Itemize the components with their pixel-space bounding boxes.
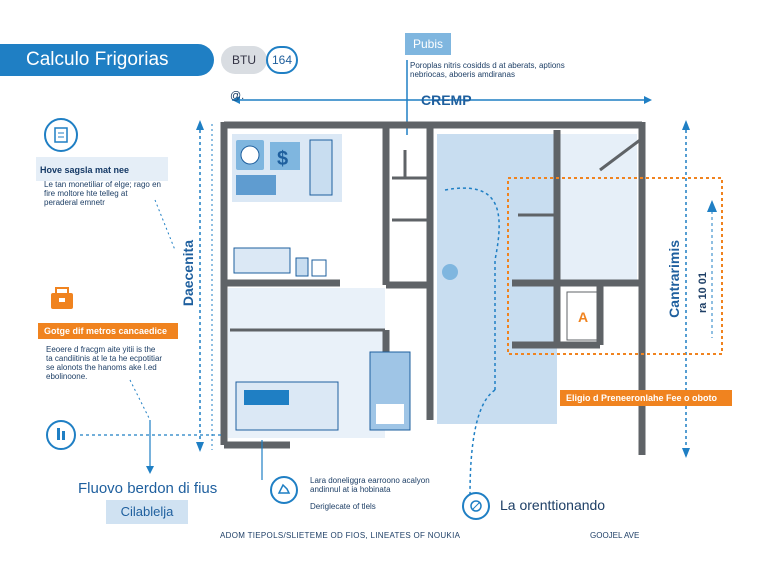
left-panel-2-heading: Gotge dif metros cancaedice bbox=[38, 323, 178, 339]
top-callout-tag: Pubis bbox=[405, 33, 452, 55]
orange-callout: Eligio d Preneeronlahe Fee o oboto bbox=[560, 390, 732, 406]
left-panel-1-heading: Hove sagsla mat nee bbox=[40, 165, 130, 175]
box-icon bbox=[47, 285, 77, 313]
top-callout-text: Poroplas nitris cosidds d at aberats, ap… bbox=[410, 61, 565, 79]
top-dimension-arrow-right bbox=[644, 96, 652, 104]
fan-icon bbox=[462, 492, 490, 520]
footer-left: ADOM TIEPOLS/SLIETEME OD FIOS, LINEATES … bbox=[220, 531, 461, 540]
right-dimension-label: Cantrarimis bbox=[666, 240, 682, 318]
top-dimension-arrow-left bbox=[232, 96, 240, 104]
svg-text:$: $ bbox=[277, 148, 288, 170]
orange-zone bbox=[507, 177, 723, 355]
top-dimension-label: CREMP bbox=[421, 92, 472, 108]
left-panel-1-heading-bg: Hove sagsla mat nee bbox=[36, 157, 168, 181]
bottom-left-title: Fluovo berdon di fius bbox=[78, 480, 218, 497]
app-title: Calculo Frigorias bbox=[0, 44, 214, 76]
bottom-center-text: Lara doneliggra earroono acalyon andinnu… bbox=[310, 476, 430, 494]
right-dimension-small: ra 10 01 bbox=[697, 272, 709, 313]
bottom-center-subtext: Deriglecate of tlels bbox=[310, 502, 376, 511]
svg-text:A: A bbox=[578, 309, 588, 325]
left-dimension-label: Daecenita bbox=[180, 240, 196, 307]
left-panel-1-text: Le tan monetiliar of elge; rago en fire … bbox=[44, 180, 161, 207]
corner-mark: @. bbox=[230, 90, 245, 102]
btu-value-pill[interactable]: 164 bbox=[266, 46, 298, 74]
clipboard-icon bbox=[44, 118, 78, 152]
cilablelja-button[interactable]: Cilablelja bbox=[106, 500, 188, 524]
thermometer-icon bbox=[46, 420, 76, 450]
footer-right: GOOJEL AVE bbox=[590, 531, 640, 540]
hand-icon bbox=[270, 476, 298, 504]
btu-label-pill[interactable]: BTU bbox=[221, 46, 267, 74]
bottom-right-label: La orenttionando bbox=[500, 497, 606, 513]
left-panel-2-text: Eeoere d fracgm aite yitii is the ta can… bbox=[46, 345, 163, 381]
